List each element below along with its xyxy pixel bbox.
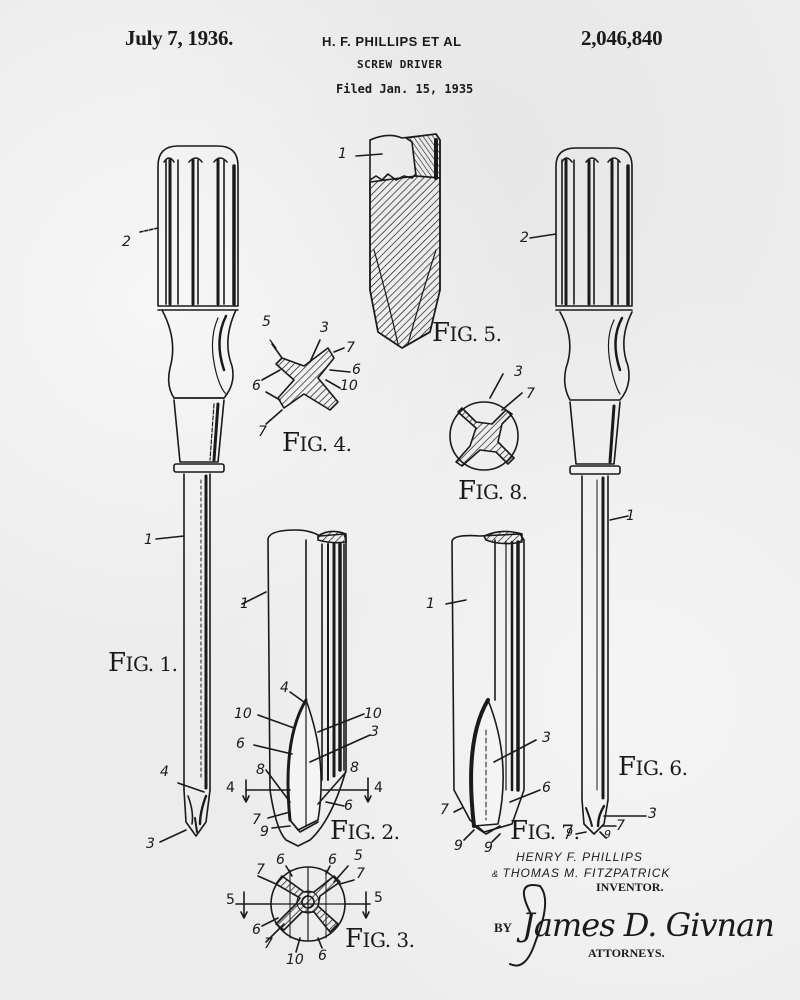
inventor-2-name: THOMAS M. FITZPATRICK [502, 866, 671, 880]
ref-numeral: 6 [318, 948, 327, 964]
fig1-label: FIG. 1. [108, 648, 178, 678]
fig5-label: FIG. 5. [432, 318, 502, 348]
ref-numeral: 7 [252, 812, 261, 828]
ref-numeral: 3 [320, 320, 329, 336]
filing-date: Filed Jan. 15, 1935 [336, 82, 474, 96]
ref-numeral: 7 [264, 936, 273, 952]
ref-numeral: 1 [338, 146, 347, 162]
ref-numeral: 5 [262, 314, 271, 330]
ref-numeral: 4 [374, 780, 383, 796]
inventor-line: H. F. PHILLIPS ET AL [322, 34, 462, 49]
fig8-end-view [449, 373, 523, 471]
fig2-bit-detail [241, 529, 372, 847]
ref-numeral: 10 [286, 952, 304, 968]
ref-numeral: 1 [144, 532, 153, 548]
ref-numeral: 6 [352, 362, 361, 378]
ref-numeral: 2 [520, 230, 529, 246]
ref-numeral: 5 [354, 848, 363, 864]
fig6-label: FIG. 6. [618, 752, 688, 782]
fig5-bit-section [355, 133, 441, 349]
ref-numeral: 7 [440, 802, 449, 818]
ref-numeral: 3 [514, 364, 523, 380]
ref-numeral: 10 [340, 378, 358, 394]
ref-numeral: 7 [526, 386, 535, 402]
fig7-bit-detail [445, 530, 541, 843]
ref-numeral: 4 [160, 764, 169, 780]
fig7-label: FIG. 7. [510, 816, 580, 846]
attorney-signature: James D. Givnan [522, 906, 775, 944]
fig4-cross-section [261, 339, 351, 425]
ref-numeral: 6 [276, 852, 285, 868]
inventor-role: INVENTOR. [596, 880, 664, 894]
patent-date: July 7, 1936. [125, 26, 234, 50]
ref-numeral: 6 [252, 378, 261, 394]
inventor-conjunction: & [492, 869, 503, 879]
ref-numeral: 9 [260, 824, 269, 840]
fig8-label: FIG. 8. [458, 476, 528, 506]
fig6-screwdriver [529, 147, 647, 839]
fig1-screwdriver [139, 145, 239, 843]
ref-numeral: 9 [566, 826, 573, 839]
ref-numeral: 7 [256, 862, 265, 878]
ref-numeral: 2 [122, 234, 131, 250]
ref-numeral: 3 [146, 836, 155, 852]
ref-numeral: 5 [374, 890, 383, 906]
fig2-label: FIG. 2. [330, 816, 400, 846]
ref-numeral: 9 [604, 828, 611, 841]
ref-numeral: 6 [252, 922, 261, 938]
ref-numeral: 8 [350, 760, 359, 776]
ref-numeral: 5 [226, 892, 235, 908]
ref-numeral: 4 [280, 680, 289, 696]
ref-numeral: 10 [364, 706, 382, 722]
ref-numeral: 3 [648, 806, 657, 822]
ref-numeral: 1 [426, 596, 435, 612]
ref-numeral: 6 [328, 852, 337, 868]
ref-numeral: 7 [346, 340, 355, 356]
patent-title: SCREW DRIVER [357, 58, 443, 71]
fig4-label: FIG. 4. [282, 428, 352, 458]
signature-by: BY [494, 920, 513, 935]
patent-number: 2,046,840 [581, 26, 663, 50]
ref-numeral: 7 [356, 866, 365, 882]
ref-numeral: 6 [236, 736, 245, 752]
ref-numeral: 9 [454, 838, 463, 854]
ref-numeral: 3 [542, 730, 551, 746]
ref-numeral: 9 [484, 840, 493, 856]
ref-numeral: 6 [344, 798, 353, 814]
attorney-signature-strokes [509, 884, 547, 967]
ref-numeral: 1 [240, 596, 249, 612]
ref-numeral: 8 [256, 762, 265, 778]
fig3-label: FIG. 3. [345, 924, 415, 954]
fig3-end-view [235, 865, 371, 953]
ref-numeral: 10 [234, 706, 252, 722]
ref-numeral: 3 [370, 724, 379, 740]
attorney-role: ATTORNEYS. [588, 946, 665, 960]
inventor-1-name: HENRY F. PHILLIPS [516, 850, 643, 864]
ref-numeral: 7 [616, 818, 625, 834]
ref-numeral: 7 [258, 424, 267, 440]
ref-numeral: 1 [626, 508, 635, 524]
ref-numeral: 4 [226, 780, 235, 796]
ref-numeral: 6 [542, 780, 551, 796]
inventor-2-line: & THOMAS M. FITZPATRICK [492, 866, 670, 880]
